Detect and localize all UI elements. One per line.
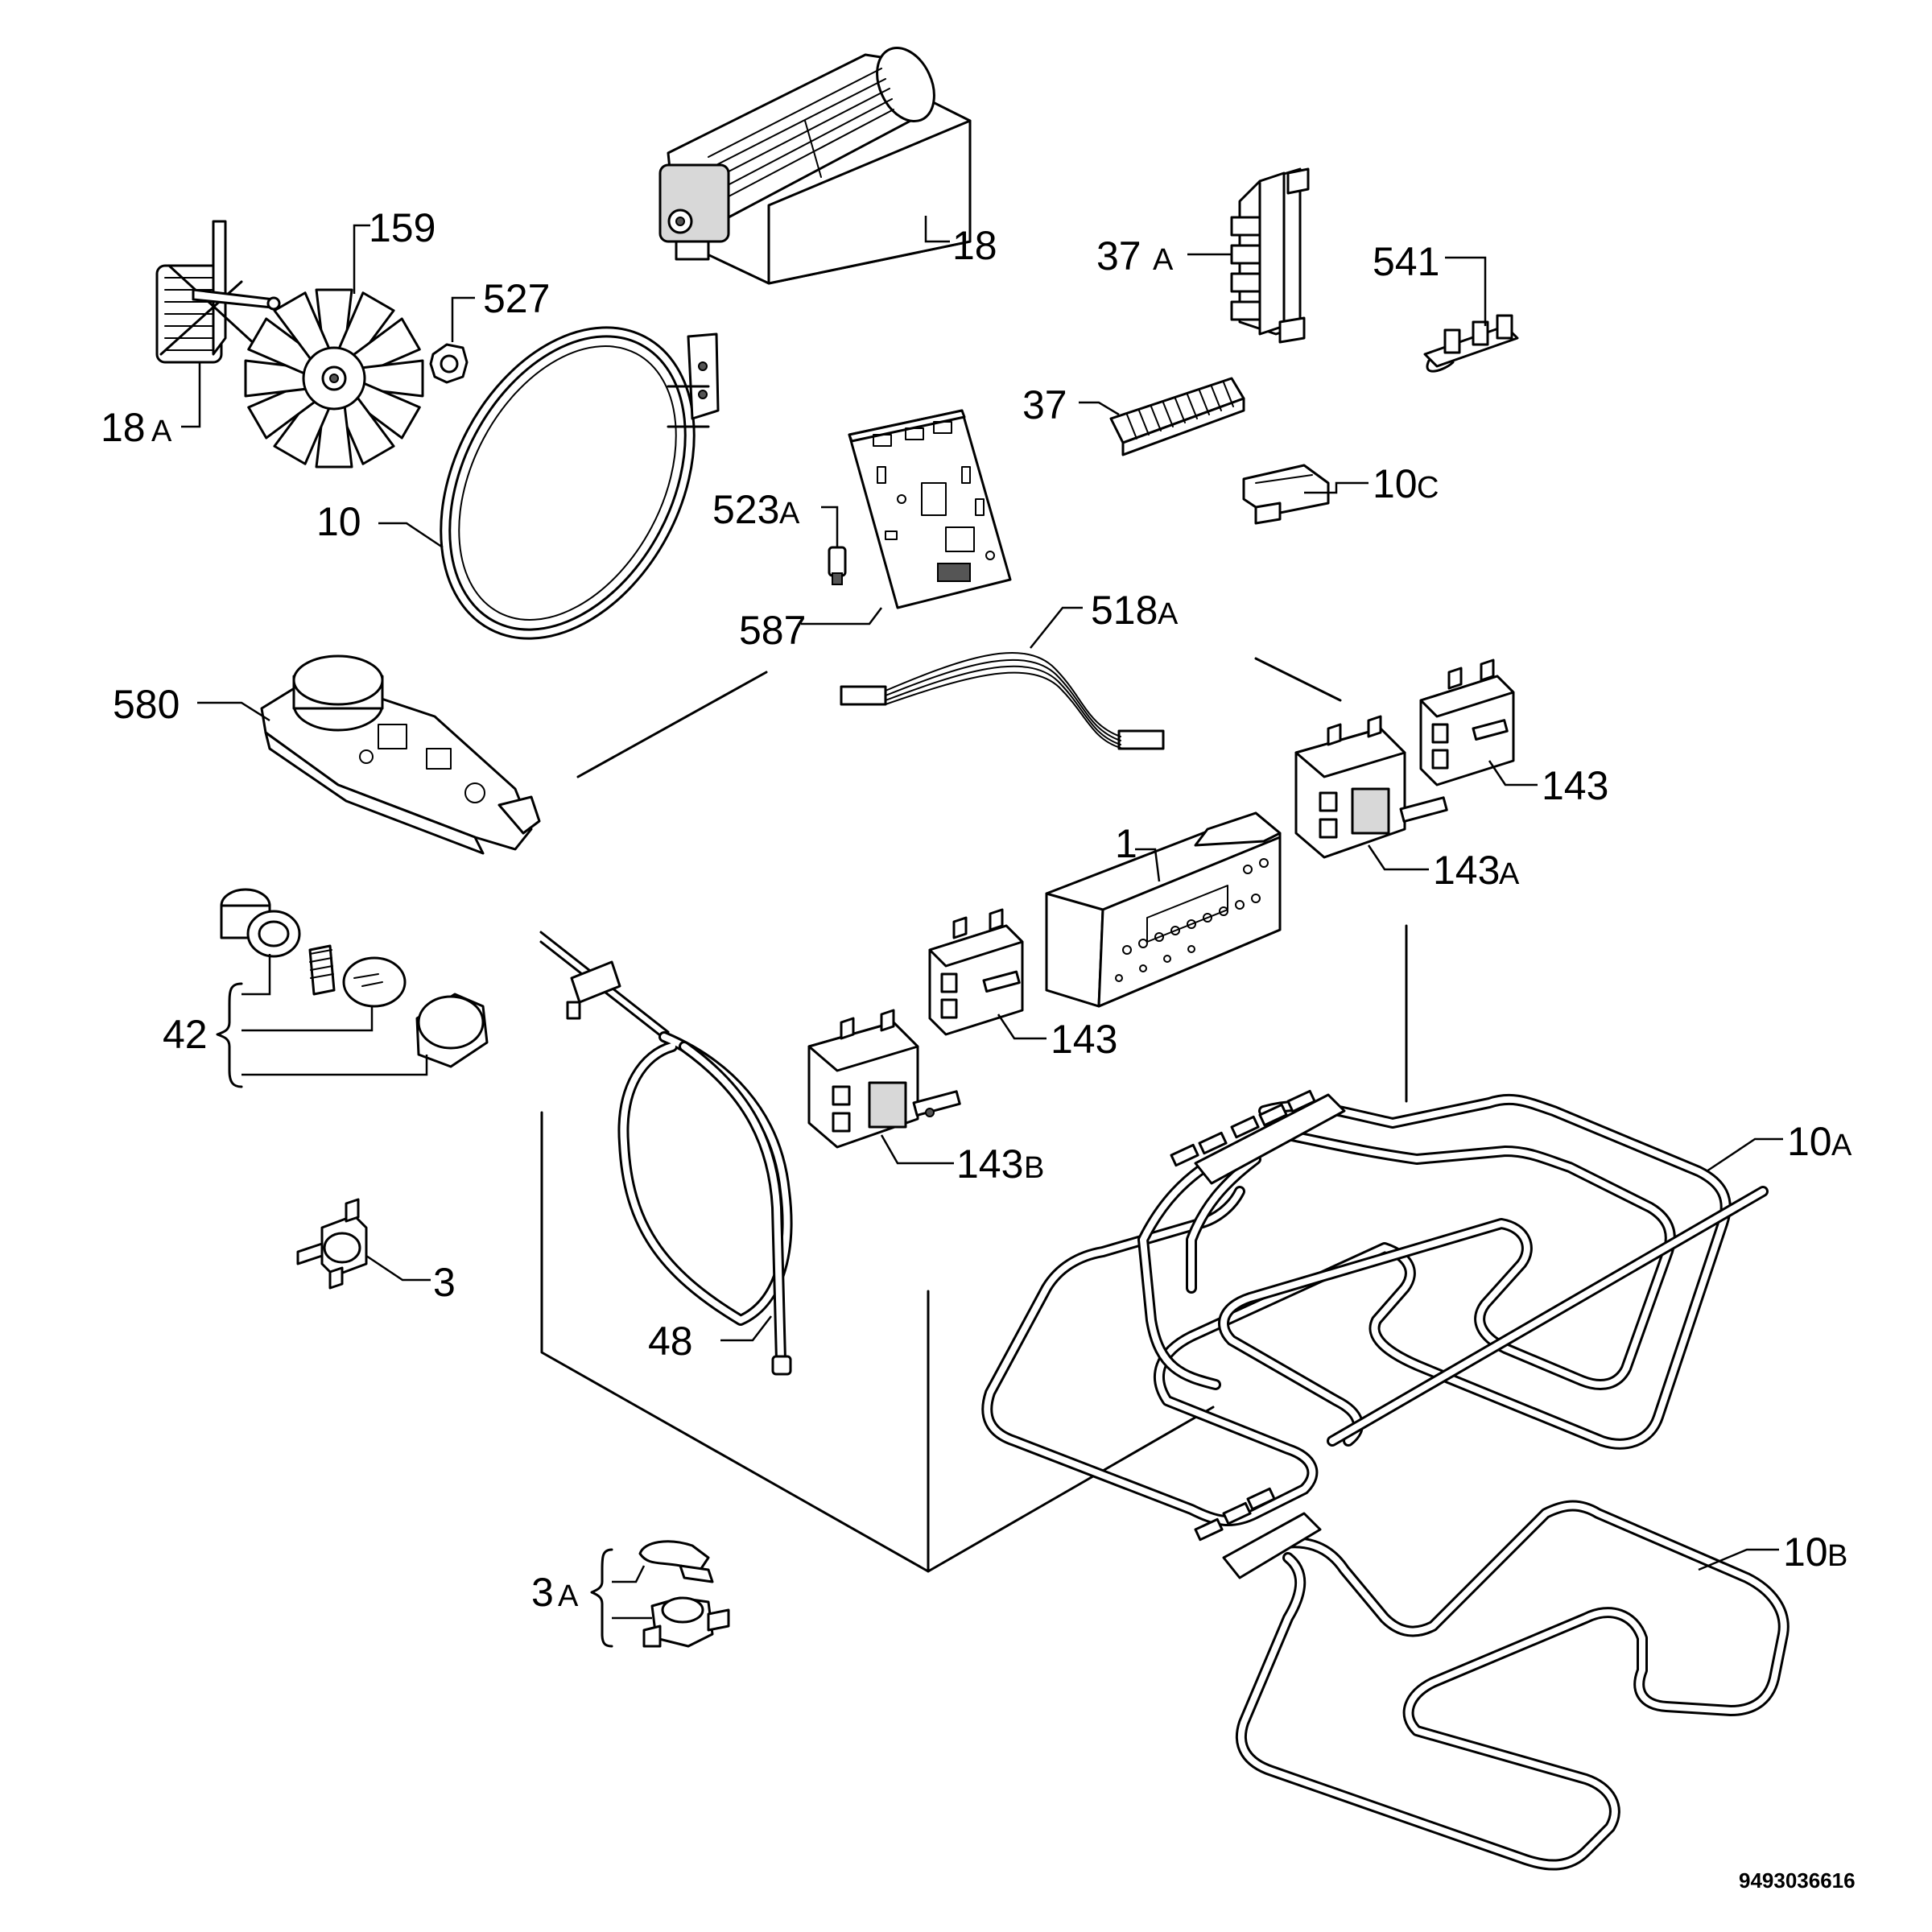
label-523a-suffix: A — [779, 497, 800, 530]
nut-part-527 — [429, 296, 475, 384]
label-37a-number: 37 — [1096, 233, 1141, 279]
safety-thermostat-part-3a — [590, 1540, 730, 1648]
grill-element-part-10a — [981, 1089, 1783, 1527]
terminal-block-part-37a — [1187, 167, 1310, 344]
bracket-part-10c — [1242, 464, 1368, 525]
label-143a-number: 143 — [1433, 848, 1500, 893]
fan-motor-part-18a — [155, 220, 281, 428]
label-18a-suffix: A — [151, 415, 172, 448]
thermostat-part-3 — [296, 1198, 431, 1290]
label-18: 18 — [952, 223, 997, 268]
label-1: 1 — [1115, 821, 1137, 866]
label-48: 48 — [648, 1319, 693, 1364]
lamp-assembly-part-42 — [216, 888, 489, 1088]
switch-part-143-top — [1419, 658, 1538, 786]
label-37a-suffix: A — [1153, 243, 1174, 277]
label-10a-number: 10 — [1787, 1119, 1832, 1164]
label-541: 541 — [1373, 239, 1439, 284]
label-3: 3 — [433, 1260, 456, 1305]
label-3a-suffix: A — [558, 1579, 579, 1613]
label-143b-suffix: B — [1024, 1151, 1044, 1185]
label-518a-number: 518 — [1091, 588, 1158, 633]
label-143a-suffix: A — [1499, 857, 1520, 891]
label-10c-suffix: C — [1417, 471, 1439, 505]
label-587: 587 — [739, 608, 806, 653]
label-523a-number: 523 — [712, 487, 779, 532]
wiring-harness-part-518a — [840, 606, 1165, 750]
sensor-probe-part-48 — [539, 931, 793, 1376]
control-board-part-587 — [801, 409, 1012, 625]
label-143-top: 143 — [1542, 763, 1608, 808]
cavity-outline — [540, 657, 1408, 1573]
label-10c-number: 10 — [1373, 461, 1418, 506]
terminal-strip-part-37 — [1079, 377, 1245, 456]
label-18a-number: 18 — [101, 405, 146, 450]
label-159: 159 — [369, 205, 436, 250]
label-518a-suffix: A — [1158, 597, 1179, 631]
drawing-reference-number: 9493036616 — [1739, 1868, 1856, 1893]
rotisserie-motor-part-580 — [197, 654, 541, 855]
tangential-fan-part-18 — [658, 46, 972, 285]
connector-part-523a — [821, 506, 847, 585]
control-module-part-1 — [1045, 811, 1282, 1008]
switch-part-143b — [807, 1009, 961, 1165]
label-580: 580 — [113, 682, 180, 727]
label-3a-number: 3 — [531, 1570, 554, 1615]
label-10b-number: 10 — [1783, 1530, 1828, 1575]
label-10b-suffix: B — [1827, 1539, 1847, 1573]
bottom-element-part-10b — [1194, 1487, 1790, 1871]
label-10: 10 — [316, 499, 361, 544]
label-42: 42 — [163, 1012, 208, 1057]
label-143-mid: 143 — [1051, 1017, 1117, 1062]
label-527: 527 — [483, 276, 550, 321]
label-37: 37 — [1022, 382, 1067, 427]
switch-part-143-mid — [928, 908, 1046, 1040]
circular-element-part-10 — [378, 326, 720, 640]
label-10a-suffix: A — [1831, 1129, 1852, 1162]
label-143b-number: 143 — [956, 1141, 1023, 1187]
fan-impeller-part-159 — [244, 224, 424, 469]
clip-part-541 — [1423, 256, 1519, 373]
switch-part-143a — [1294, 715, 1448, 871]
